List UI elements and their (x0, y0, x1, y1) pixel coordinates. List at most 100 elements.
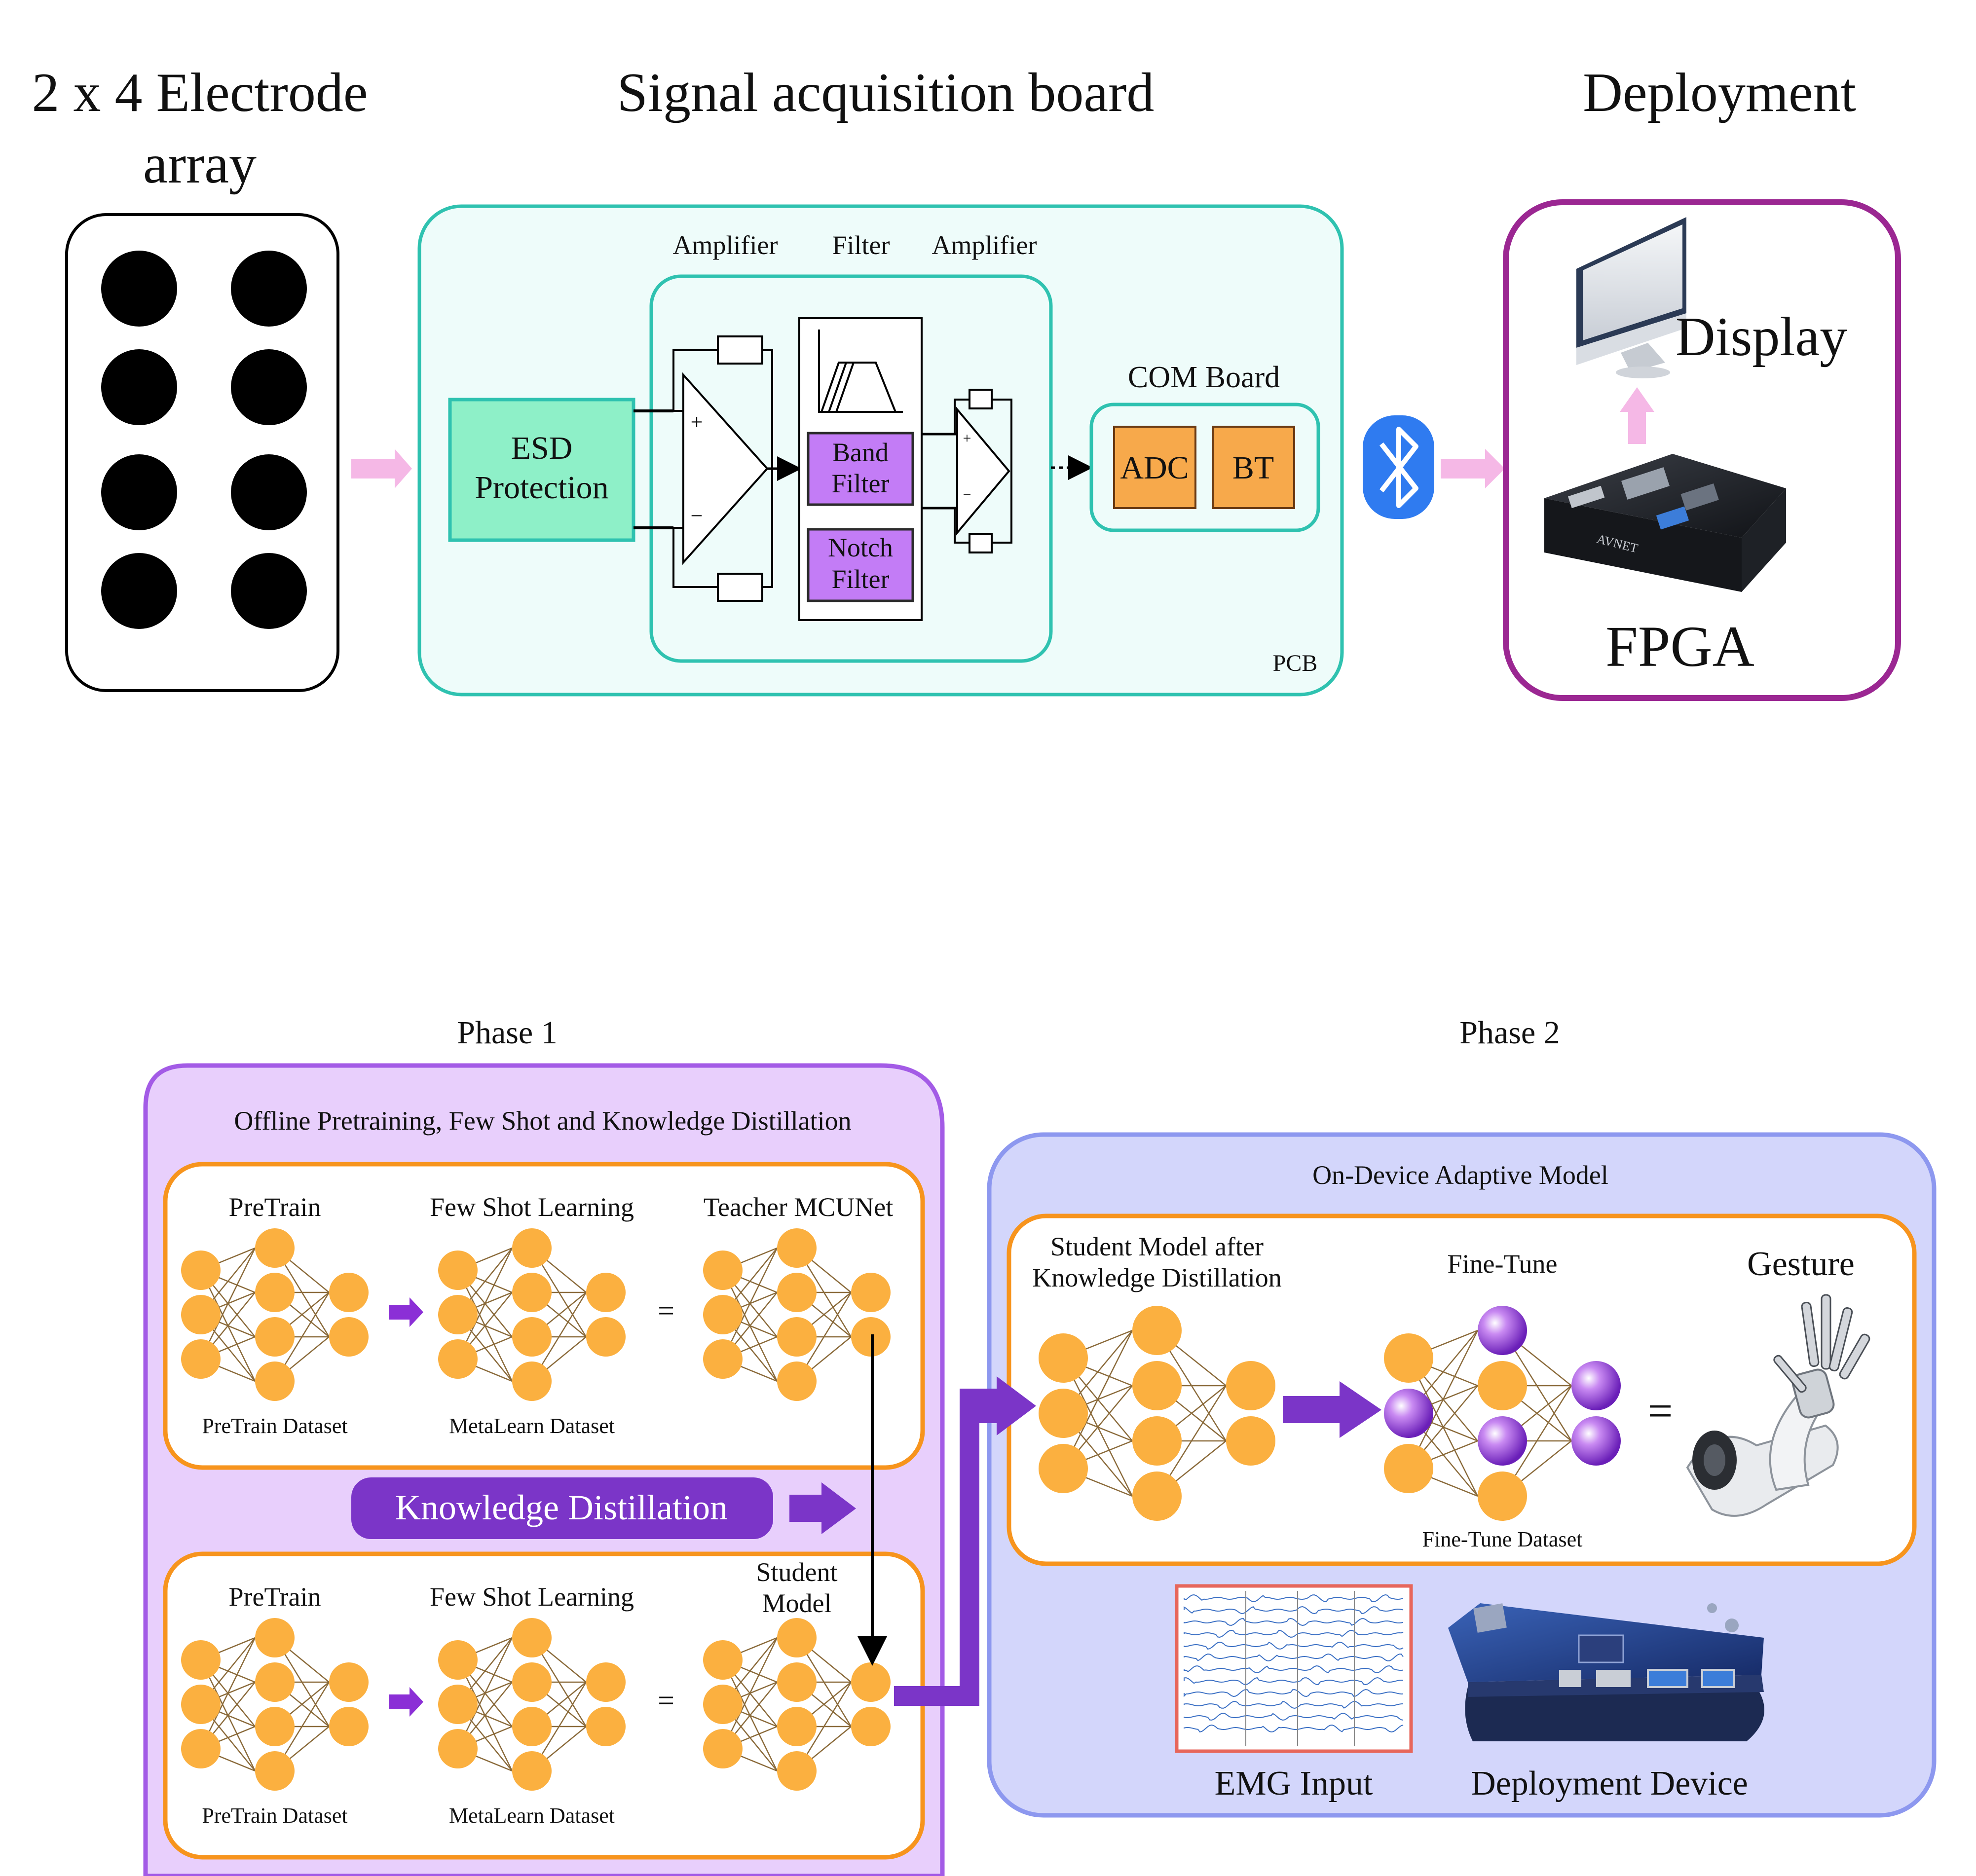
emg-channel-trace (1184, 1618, 1404, 1626)
network-node (777, 1361, 817, 1401)
phase2-networks (1039, 1306, 1621, 1521)
emg-channel-trace (1184, 1653, 1404, 1661)
row1-pretrain-dataset: PreTrain Dataset (202, 1414, 347, 1438)
network-node (438, 1729, 478, 1768)
opamp-plus: + (691, 410, 703, 434)
phase1-row1-box (163, 1162, 925, 1470)
network-node (777, 1751, 817, 1791)
network-node (851, 1662, 891, 1702)
network-node (1132, 1361, 1182, 1410)
network-node (255, 1751, 295, 1791)
network-node (1384, 1389, 1433, 1438)
network-node (703, 1729, 743, 1768)
kd-label: Knowledge Distillation (395, 1488, 728, 1527)
network-edge (200, 1637, 256, 1749)
bt-box (1212, 426, 1295, 509)
neural-network (181, 1228, 369, 1401)
emg-channel-trace (1184, 1665, 1404, 1674)
network-node (181, 1251, 221, 1290)
network-edge (722, 1248, 778, 1360)
fpga-board-icon: AVNET (1544, 454, 1786, 592)
adc-label: ADC (1120, 450, 1189, 486)
network-node (181, 1685, 221, 1724)
network-node (777, 1273, 817, 1312)
deployment-device-icon (1448, 1603, 1764, 1741)
network-node (586, 1273, 626, 1312)
amplifier-label-2: Amplifier (932, 230, 1037, 260)
neural-network (438, 1618, 626, 1791)
network-node (1226, 1361, 1275, 1410)
notch-filter-line1: Notch (828, 533, 893, 562)
network-node (512, 1707, 552, 1746)
opamp-1 (672, 335, 802, 602)
network-node (512, 1317, 552, 1357)
arrow-board-to-deployment (1441, 449, 1505, 488)
network-node (703, 1251, 743, 1290)
row2-pretrain-dataset: PreTrain Dataset (202, 1803, 347, 1828)
band-filter-box (807, 432, 914, 506)
display-label: Display (1676, 306, 1847, 368)
electrode (101, 454, 177, 530)
row1-fewshot: Few Shot Learning (430, 1192, 634, 1222)
notch-filter-line2: Filter (832, 564, 890, 594)
network-node (1039, 1333, 1088, 1383)
network-node (255, 1361, 295, 1401)
network-node (329, 1273, 369, 1312)
network-node (703, 1295, 743, 1334)
device-label: Deployment Device (1471, 1765, 1748, 1802)
band-filter-line1: Band (832, 438, 889, 467)
network-node (851, 1707, 891, 1746)
student-after-line2: Knowledge Distillation (1032, 1263, 1281, 1292)
arrow-fpga-to-display (1620, 387, 1654, 444)
network-node (438, 1339, 478, 1379)
phase2-subtitle: On-Device Adaptive Model (1312, 1160, 1608, 1190)
neural-network (1039, 1306, 1275, 1521)
emg-channel-trace (1184, 1594, 1404, 1603)
network-node (1384, 1444, 1433, 1493)
bt-label: BT (1232, 450, 1274, 486)
network-node (255, 1707, 295, 1746)
network-node (1478, 1416, 1527, 1466)
network-node (512, 1228, 552, 1268)
emg-channel-trace (1184, 1724, 1404, 1733)
pcb-label: PCB (1273, 650, 1318, 676)
network-node (438, 1685, 478, 1724)
network-node (1039, 1389, 1088, 1438)
electrode-title-line2: array (143, 134, 257, 195)
electrode (101, 553, 177, 629)
amplifier-label-1: Amplifier (673, 230, 778, 260)
row2-equals: = (658, 1684, 674, 1717)
electrode (101, 349, 177, 425)
network-node (777, 1618, 817, 1657)
monitor-icon (1576, 217, 1686, 378)
opamp2-minus: − (963, 486, 971, 503)
bluetooth-icon (1363, 415, 1434, 519)
network-node (1478, 1306, 1527, 1355)
filter-response-icon (818, 330, 903, 413)
network-node (329, 1707, 369, 1746)
network-node (512, 1618, 552, 1657)
adc-box (1113, 426, 1196, 509)
network-node (181, 1295, 221, 1334)
electrode-title-line1: 2 x 4 Electrode (32, 62, 368, 123)
finetune-arrow (1283, 1381, 1381, 1438)
phase1-to-phase2-arrow (894, 1376, 1036, 1706)
signal-board-title: Signal acquisition board (617, 62, 1155, 123)
network-edge (457, 1637, 513, 1749)
network-node (181, 1339, 221, 1379)
opamp-minus: − (691, 504, 703, 528)
network-node (703, 1640, 743, 1680)
network-node (512, 1751, 552, 1791)
emg-signal-icon (1184, 1591, 1404, 1746)
arrow-electrode-to-board (351, 449, 412, 488)
emg-channel-trace (1184, 1689, 1404, 1697)
finetune-label: Fine-Tune (1447, 1249, 1557, 1279)
network-node (255, 1273, 295, 1312)
fpga-label: FPGA (1605, 614, 1754, 679)
row2-student-line2: Model (762, 1588, 832, 1618)
electrode (231, 454, 307, 530)
electrode (231, 553, 307, 629)
network-node (438, 1295, 478, 1334)
student-after-line1: Student Model after (1050, 1232, 1264, 1261)
opamp-2 (922, 389, 1012, 553)
